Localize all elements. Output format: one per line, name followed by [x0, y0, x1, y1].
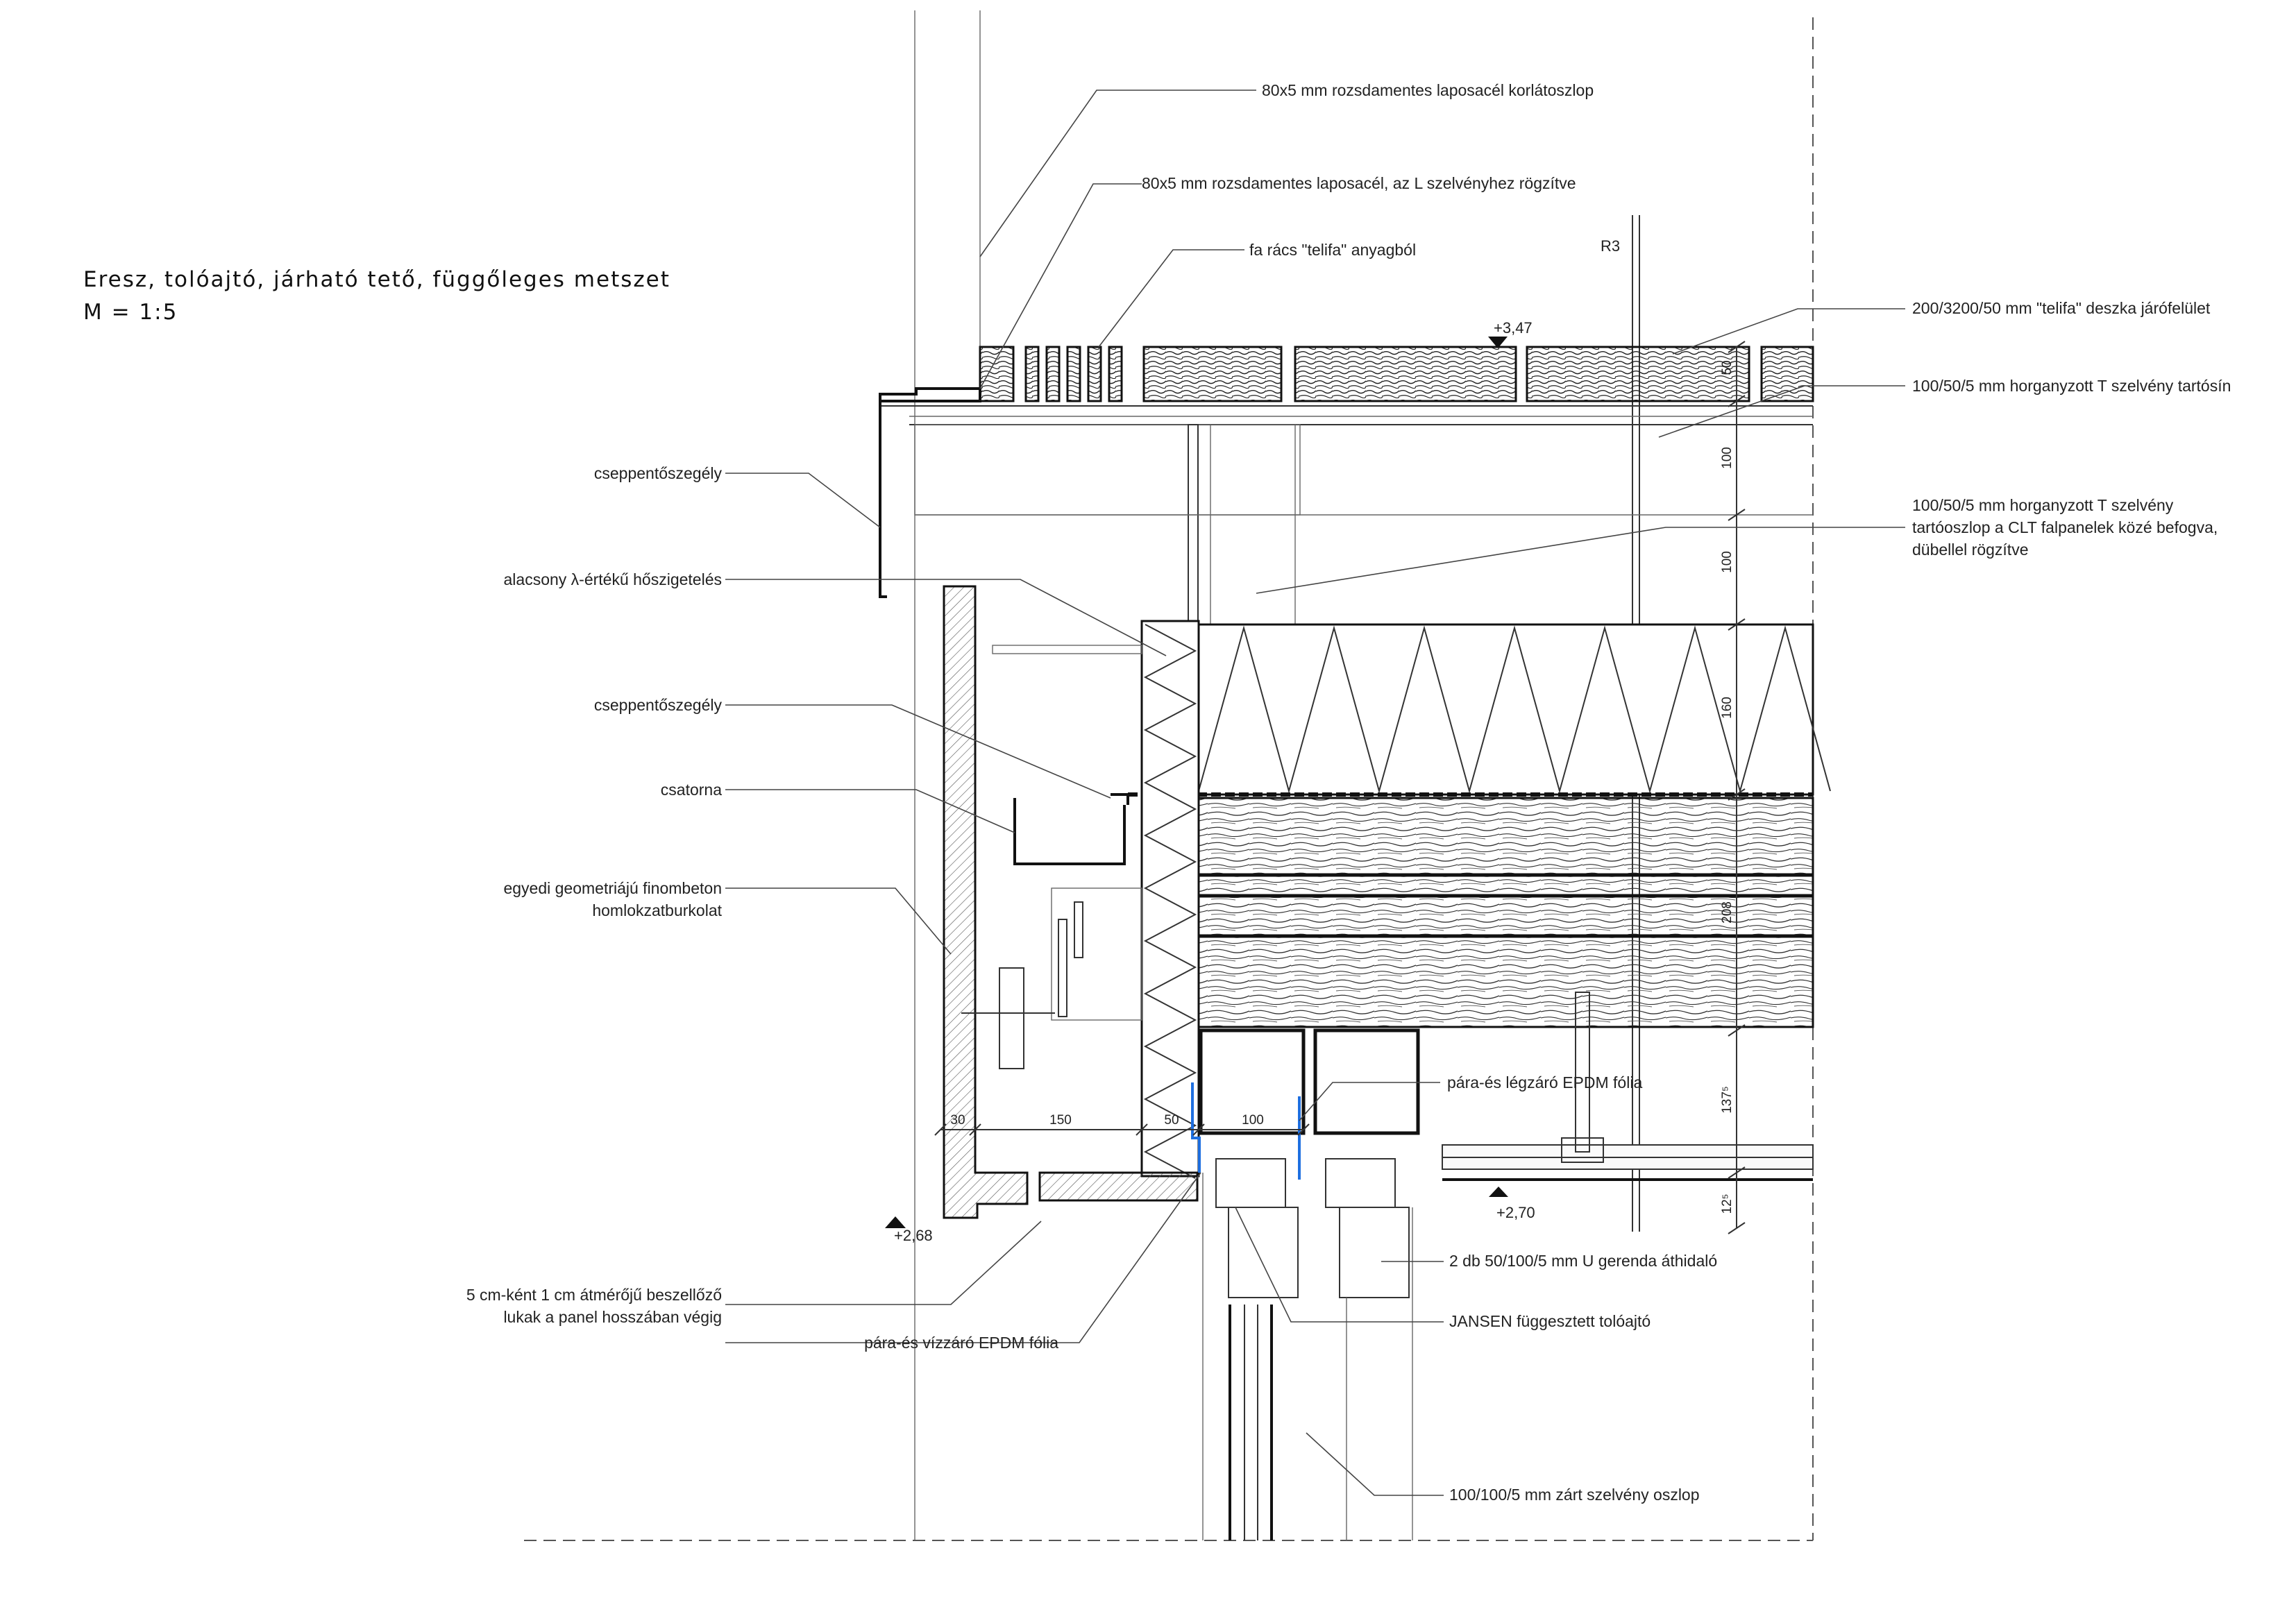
dimension-tick	[1728, 788, 1746, 801]
label-epdm-air: pára-és légzáró EPDM fólia	[1447, 1073, 1642, 1091]
dimension-tick	[1136, 1123, 1148, 1136]
label-insulation: alacsony λ-értékű hőszigetelés	[504, 570, 723, 588]
label-vent-holes-2: lukak a panel hosszában végig	[503, 1308, 722, 1326]
dimension-label-vertical: 208	[1720, 901, 1734, 924]
dimension-tick	[1728, 509, 1746, 521]
deck-surface	[879, 346, 1814, 634]
label-flat-steel: 80x5 mm rozsdamentes laposacél, az L sze…	[1142, 174, 1576, 192]
drawing-scale: M = 1:5	[83, 300, 178, 325]
leaders-right	[979, 90, 1905, 1496]
annotations-right: 80x5 mm rozsdamentes laposacél korlátosz…	[1142, 81, 2231, 1504]
steel-members	[1191, 992, 1814, 1540]
label-drip-edge-2: cseppentőszegély	[594, 696, 723, 714]
dimension-label-vertical: 160	[1720, 697, 1734, 719]
dimension-label-vertical: 100	[1720, 551, 1734, 573]
label-drip-edge-1: cseppentőszegély	[594, 464, 723, 482]
dimension-label-horizontal: 50	[1164, 1113, 1179, 1128]
vertical-dimension-chain: 50 100 100 160 208 137⁵ 12⁵	[1720, 341, 1746, 1234]
roof-buildup	[1128, 620, 1831, 1179]
dimension-tick	[1192, 1123, 1205, 1136]
level-floor: +2,70	[1496, 1204, 1535, 1221]
label-epdm-water: pára-és vízzáró EPDM fólia	[864, 1334, 1058, 1352]
level-top: +3,47	[1494, 319, 1533, 337]
dimension-label-vertical: 100	[1720, 447, 1734, 469]
label-railing-post: 80x5 mm rozsdamentes laposacél korlátosz…	[1262, 81, 1594, 99]
level-bottom: +2,68	[894, 1227, 933, 1244]
dimension-tick	[1728, 395, 1746, 407]
label-box-column: 100/100/5 mm zárt szelvény oszlop	[1449, 1486, 1700, 1504]
label-u-beam: 2 db 50/100/5 mm U gerenda áthidaló	[1449, 1252, 1717, 1270]
leaders-left	[725, 473, 1201, 1343]
label-t-column-3: dübellel rögzítve	[1912, 541, 2029, 559]
dimension-tick	[1728, 1166, 1746, 1179]
dimension-tick	[1728, 341, 1746, 353]
horizontal-dimension-chain: 30 150 50 100	[934, 1113, 1310, 1136]
level-top-arrow	[1488, 337, 1508, 348]
label-t-column-2: tartóoszlop a CLT falpanelek közé befogv…	[1912, 518, 2218, 536]
annotations-left: cseppentőszegély alacsony λ-értékű hőszi…	[466, 464, 1058, 1352]
dimension-tick	[1728, 1024, 1746, 1037]
label-vent-holes-1: 5 cm-ként 1 cm átmérőjű beszellőző	[466, 1286, 722, 1304]
dimension-tick	[1297, 1123, 1310, 1136]
dimension-tick	[1728, 618, 1746, 631]
label-t-rail: 100/50/5 mm horganyzott T szelvény tartó…	[1912, 377, 2231, 395]
level-markers: +3,47 +2,70 +2,68 R3	[885, 237, 1620, 1244]
label-concrete-2: homlokzatburkolat	[592, 901, 722, 919]
dimension-tick	[969, 1123, 981, 1136]
concrete-facade	[943, 585, 1199, 1219]
label-gutter: csatorna	[661, 781, 722, 799]
dimension-tick	[1728, 1222, 1746, 1234]
dimension-label-vertical: 137⁵	[1720, 1086, 1734, 1114]
level-bottom-arrow	[885, 1216, 906, 1228]
dimension-label-horizontal: 100	[1242, 1113, 1264, 1128]
dimension-label-horizontal: 150	[1049, 1113, 1072, 1128]
drawing-title: Eresz, tolóajtó, járható tető, függőlege…	[83, 267, 670, 292]
dimension-label-vertical: 50	[1720, 360, 1734, 375]
label-wood-grate: fa rács "telifa" anyagból	[1249, 241, 1416, 259]
label-sliding-door: JANSEN függesztett tolóajtó	[1449, 1312, 1651, 1330]
level-floor-arrow	[1489, 1187, 1508, 1197]
label-t-column-1: 100/50/5 mm horganyzott T szelvény	[1912, 496, 2174, 514]
label-concrete-1: egyedi geometriájú finombeton	[503, 879, 722, 897]
dimension-label-vertical: 12⁵	[1720, 1193, 1734, 1214]
grid-label: R3	[1601, 237, 1620, 255]
dimension-label-horizontal: 30	[950, 1113, 965, 1128]
dimension-tick	[934, 1123, 947, 1136]
label-deck-board: 200/3200/50 mm "telifa" deszka járófelül…	[1912, 299, 2211, 317]
